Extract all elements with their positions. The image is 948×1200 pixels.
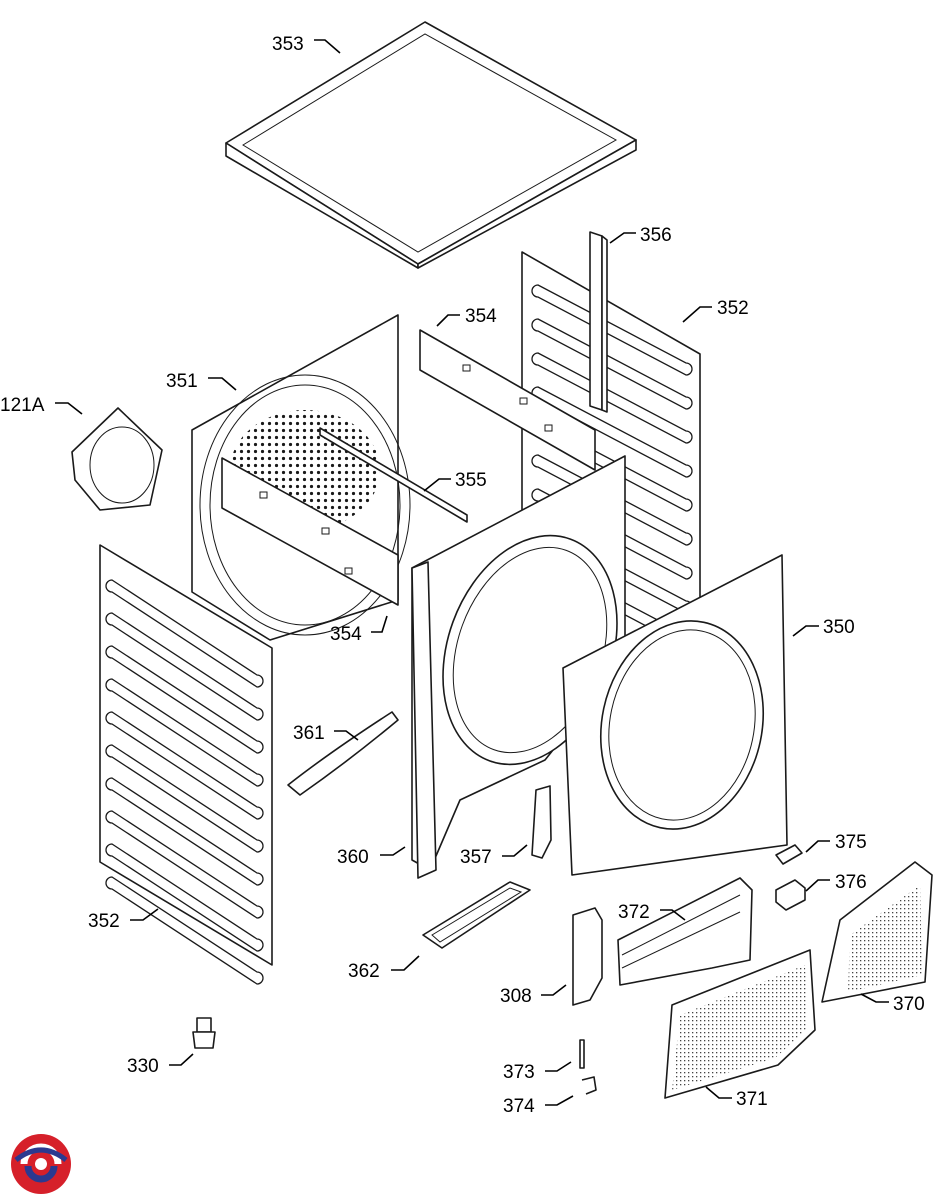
part-353-top-cover[interactable] (225, 21, 637, 269)
callout-360: 360 (337, 846, 406, 868)
label-371: 371 (736, 1089, 768, 1110)
panel-slot (531, 386, 693, 478)
callout-350: 350 (792, 617, 855, 638)
label-354-bottom: 354 (330, 624, 362, 645)
label-330: 330 (127, 1056, 159, 1077)
panel-slot (531, 352, 693, 444)
panel-slot (105, 579, 264, 688)
label-370: 370 (893, 994, 925, 1015)
part-354-lower-brace[interactable] (221, 457, 399, 606)
callout-361: 361 (293, 723, 359, 744)
callout-362: 362 (348, 955, 420, 982)
callout-372: 372 (618, 902, 686, 923)
label-121a: 121A (0, 395, 45, 416)
callout-355: 355 (423, 470, 487, 492)
label-374: 374 (503, 1096, 535, 1117)
label-350: 350 (823, 617, 855, 638)
panel-slot (531, 284, 693, 376)
part-352-left-side-panel[interactable] (99, 544, 273, 985)
part-362-gasket[interactable] (422, 881, 531, 949)
label-361: 361 (293, 723, 325, 744)
callout-121a: 121A (0, 395, 83, 416)
part-372-control-bracket[interactable] (617, 877, 753, 986)
label-352-left: 352 (88, 911, 120, 932)
callout-353: 353 (272, 34, 341, 55)
label-356: 356 (640, 225, 672, 246)
brand-logo-icon (11, 1134, 71, 1194)
panel-slot (531, 318, 693, 410)
callout-357: 357 (460, 844, 528, 868)
part-376-button[interactable] (775, 879, 806, 911)
callout-330: 330 (127, 1053, 194, 1077)
callout-371: 371 (705, 1086, 768, 1110)
part-121a-duct[interactable] (71, 407, 163, 511)
label-308: 308 (500, 986, 532, 1007)
panel-slot (105, 678, 264, 787)
part-371-drawer[interactable] (664, 949, 816, 1099)
panel-slot (105, 843, 264, 952)
part-355-rod[interactable] (319, 427, 468, 523)
part-357-seal[interactable] (531, 785, 552, 859)
label-353: 353 (272, 34, 304, 55)
callout-354a: 354 (436, 306, 497, 327)
part-370-control-panel[interactable] (821, 861, 933, 1003)
callout-375: 375 (805, 832, 867, 853)
panel-slot (105, 810, 264, 919)
callout-352a: 352 (682, 298, 749, 323)
label-375: 375 (835, 832, 867, 853)
callout-352b: 352 (88, 908, 159, 932)
label-354-top: 354 (465, 306, 497, 327)
label-372: 372 (618, 902, 650, 923)
label-360: 360 (337, 847, 369, 868)
part-308-module[interactable] (572, 907, 603, 1006)
callout-354b: 354 (330, 615, 388, 645)
callout-374: 374 (503, 1095, 574, 1117)
callout-351: 351 (166, 371, 237, 392)
panel-slot (105, 876, 264, 985)
panel-slot (105, 645, 264, 754)
callout-373: 373 (503, 1061, 572, 1083)
label-373: 373 (503, 1062, 535, 1083)
panel-slot (105, 744, 264, 853)
part-375-switch[interactable] (775, 844, 803, 865)
part-373-pin[interactable] (579, 1039, 585, 1069)
label-376: 376 (835, 872, 867, 893)
part-356-strut[interactable] (589, 231, 608, 413)
label-362: 362 (348, 961, 380, 982)
callout-308: 308 (500, 984, 567, 1007)
part-354-rear-brace[interactable] (419, 329, 596, 471)
label-352-right: 352 (717, 298, 749, 319)
part-361-bracket[interactable] (287, 711, 399, 796)
callout-376: 376 (805, 872, 867, 893)
label-357: 357 (460, 847, 492, 868)
label-355: 355 (455, 470, 487, 491)
part-350-front-panel[interactable] (562, 554, 788, 876)
panel-slot (105, 711, 264, 820)
panel-slot (105, 777, 264, 886)
callout-356: 356 (609, 225, 672, 246)
callout-370: 370 (860, 993, 925, 1015)
label-351: 351 (166, 371, 198, 392)
part-374-clip[interactable] (581, 1076, 597, 1095)
panel-slot (105, 612, 264, 721)
part-330-foot[interactable] (192, 1017, 216, 1049)
